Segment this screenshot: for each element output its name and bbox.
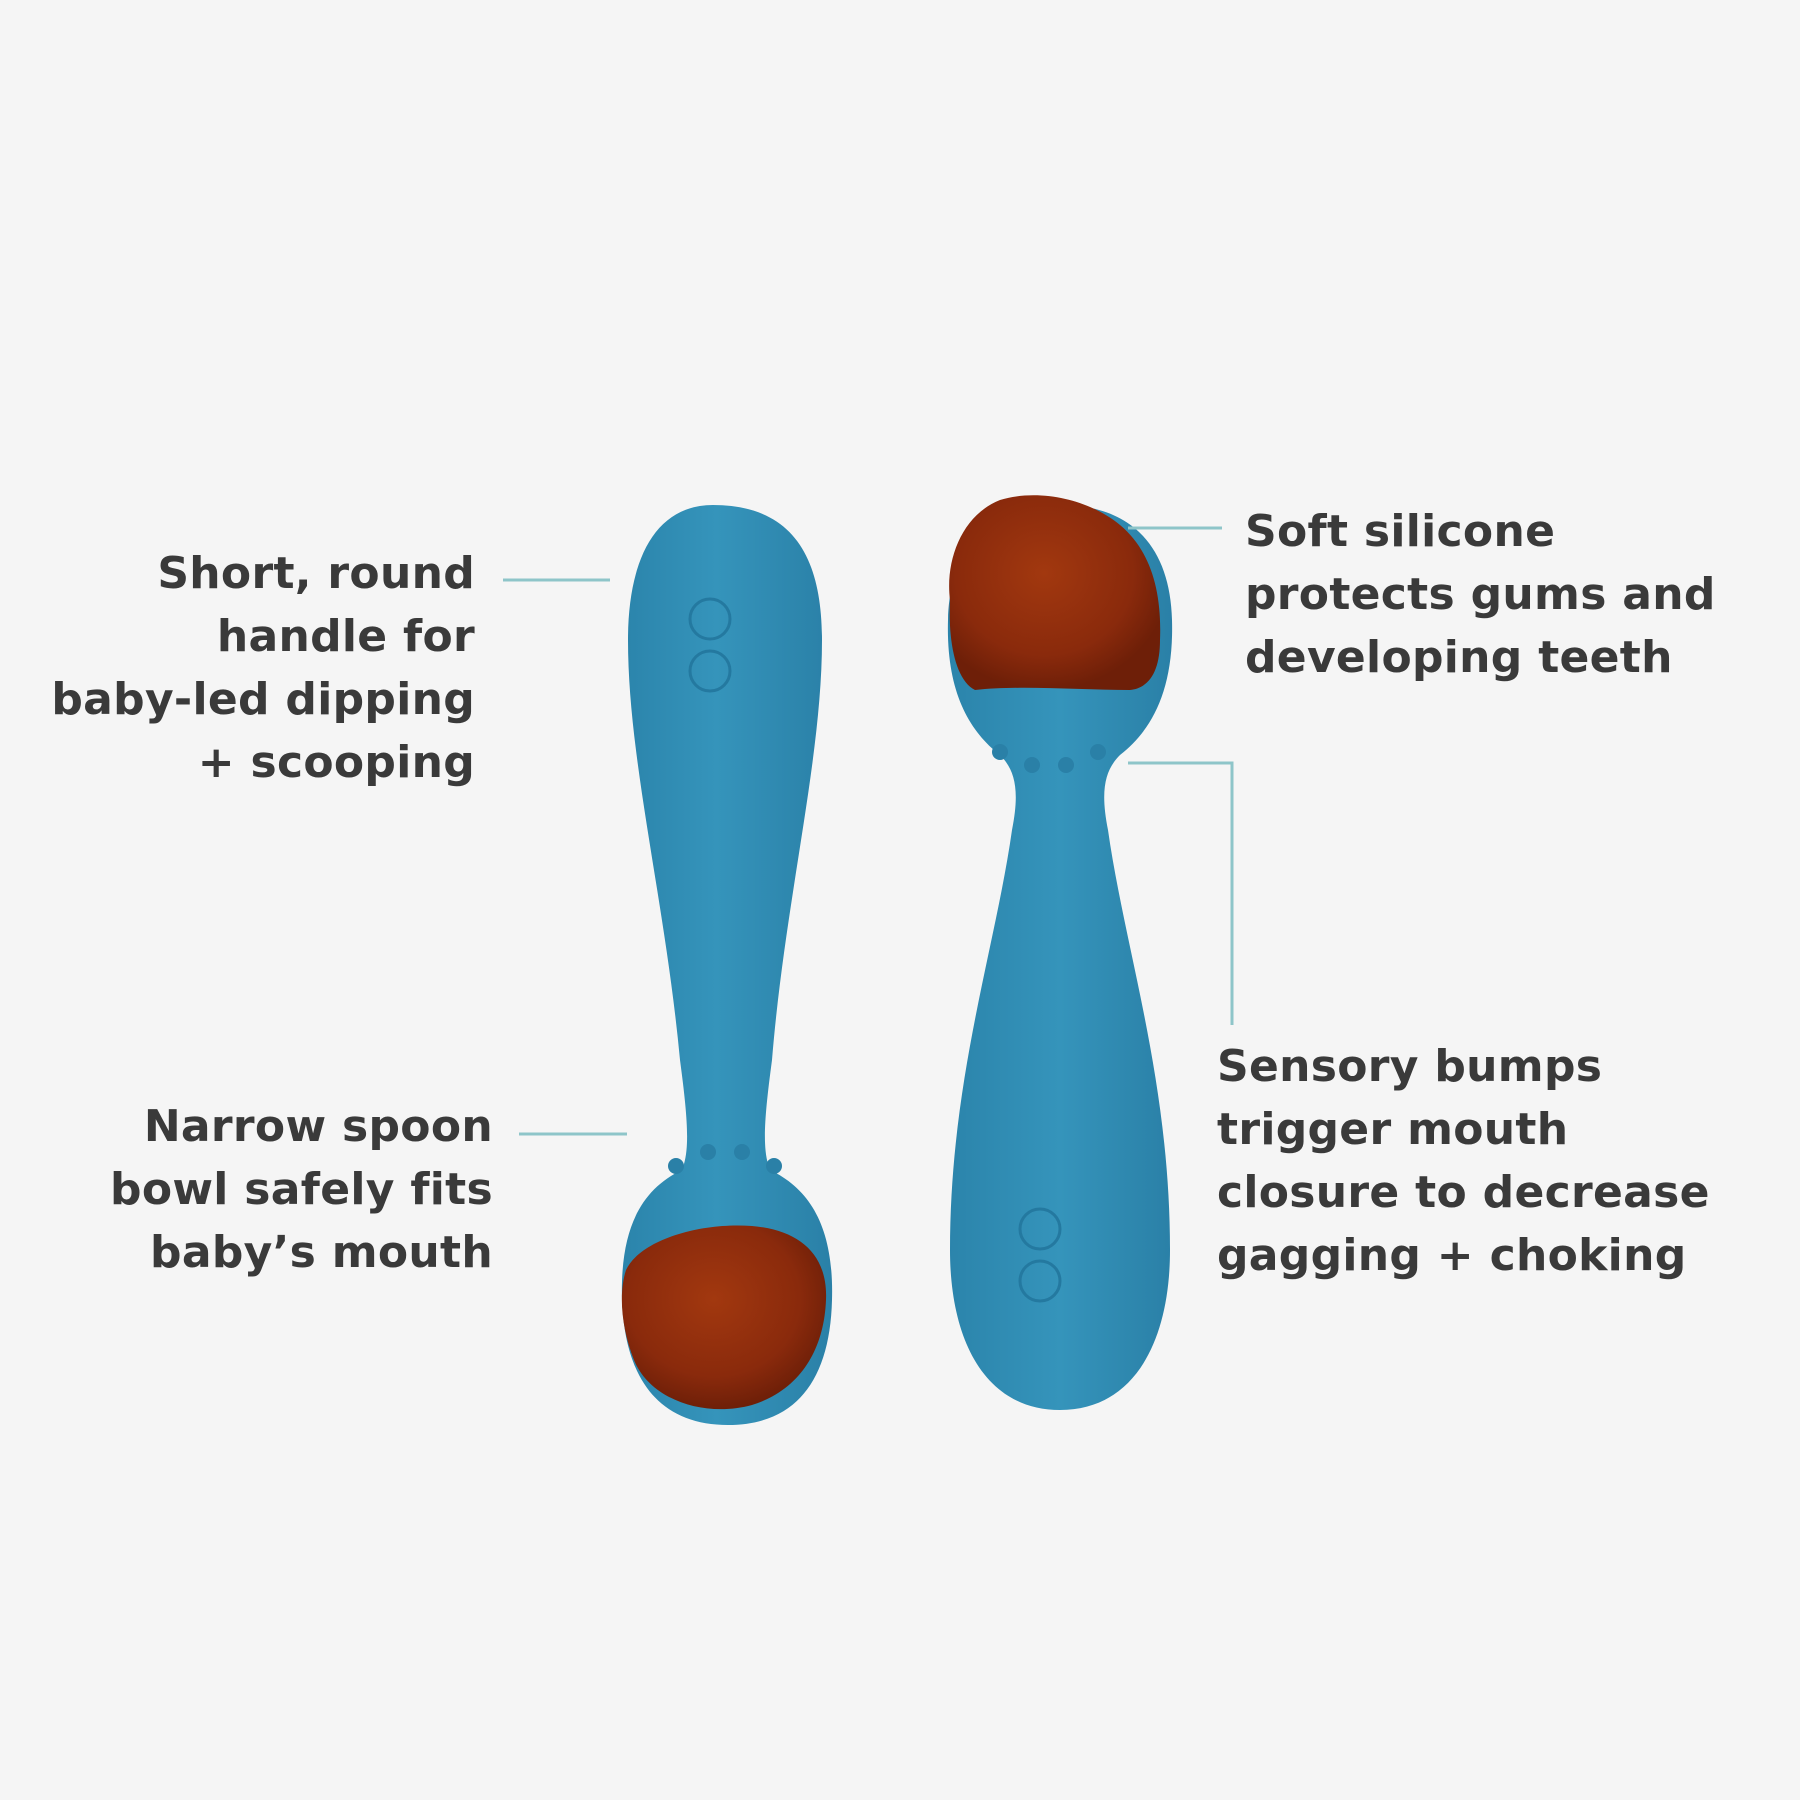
callout-silicone-line: developing teeth — [1245, 632, 1673, 683]
callout-bumps-line: closure to decrease — [1217, 1167, 1710, 1218]
callout-silicone: Soft silicone protects gums and developi… — [1245, 500, 1716, 689]
callout-bumps-line: gagging + choking — [1217, 1230, 1687, 1281]
callout-silicone-line: Soft silicone — [1245, 506, 1556, 557]
callout-bowl-line: baby’s mouth — [150, 1227, 493, 1278]
callout-bumps: Sensory bumps trigger mouth closure to d… — [1217, 1035, 1710, 1287]
callout-silicone-line: protects gums and — [1245, 569, 1716, 620]
right-spoon-puree — [949, 495, 1161, 690]
callout-bumps-line: trigger mouth — [1217, 1104, 1569, 1155]
callout-handle-line: + scooping — [197, 737, 475, 788]
callout-handle-line: handle for — [216, 611, 475, 662]
right-spoon — [947, 495, 1173, 1410]
right-spoon-logo — [1018, 1207, 1062, 1303]
callout-bowl-line: Narrow spoon — [143, 1101, 493, 1152]
left-spoon-sensory-bumps — [668, 1144, 782, 1174]
left-spoon-logo — [688, 597, 732, 693]
left-spoon-body — [621, 505, 833, 1425]
leader-line-bumps — [1128, 761, 1234, 1025]
callout-bowl: Narrow spoon bowl safely fits baby’s mou… — [110, 1095, 493, 1284]
right-spoon-sensory-bumps — [992, 744, 1106, 773]
callout-bowl-line: bowl safely fits — [110, 1164, 493, 1215]
callout-bumps-line: Sensory bumps — [1217, 1041, 1603, 1092]
left-spoon-puree — [621, 1225, 827, 1410]
right-spoon-body — [947, 505, 1173, 1410]
left-spoon — [621, 505, 833, 1425]
callout-handle: Short, round handle for baby-led dipping… — [51, 542, 475, 794]
callout-handle-line: Short, round — [157, 548, 475, 599]
callout-handle-line: baby-led dipping — [51, 674, 475, 725]
